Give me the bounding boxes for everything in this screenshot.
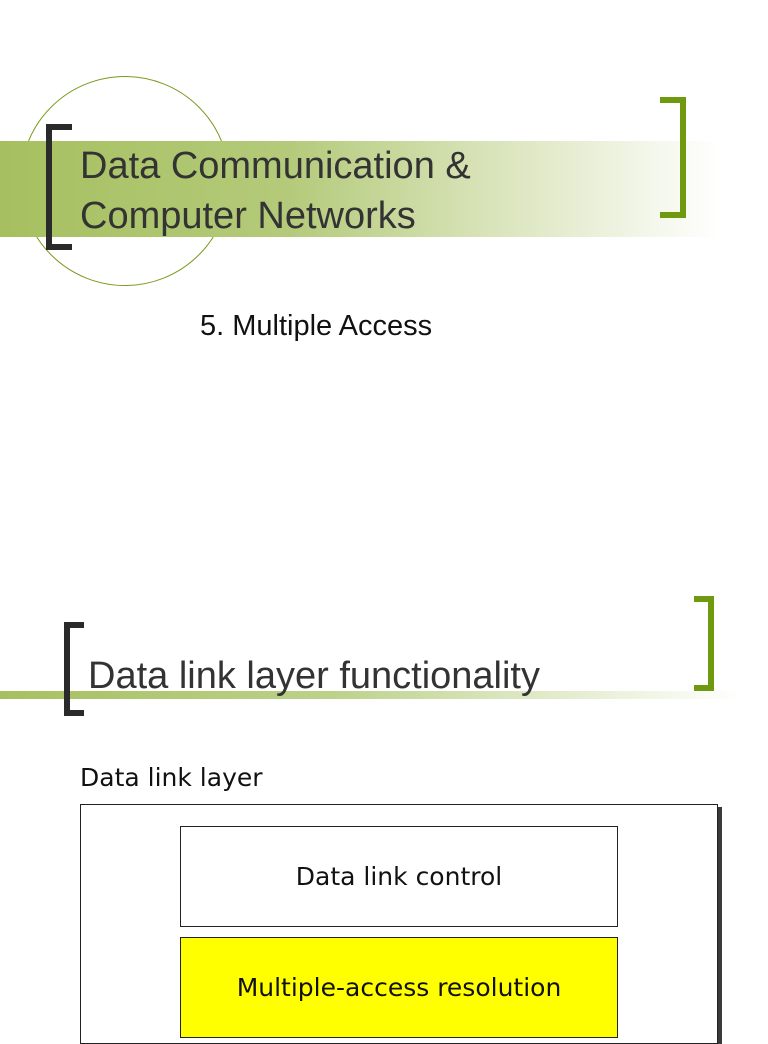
slide-data-link-layer: Data link layer functionality Data link … xyxy=(0,512,768,1044)
left-bracket-icon xyxy=(46,124,72,250)
data-link-control-box: Data link control xyxy=(180,826,618,927)
right-bracket-icon xyxy=(660,97,686,218)
title-line-1: Data Communication & xyxy=(80,145,471,187)
slide-title: Data Communication & Computer Networks 5… xyxy=(0,0,768,512)
title-band xyxy=(0,141,720,237)
right-bracket-icon xyxy=(694,596,714,691)
multiple-access-resolution-box: Multiple-access resolution xyxy=(180,937,618,1038)
left-bracket-icon xyxy=(64,622,84,716)
slide-title-heading: Data Communication & Computer Networks xyxy=(80,141,640,241)
diagram-caption: Data link layer xyxy=(80,763,263,792)
title-line-2: Computer Networks xyxy=(80,195,416,237)
slide-subtitle: 5. Multiple Access xyxy=(200,310,433,342)
title-band xyxy=(0,691,740,699)
slide-heading: Data link layer functionality xyxy=(88,655,540,697)
